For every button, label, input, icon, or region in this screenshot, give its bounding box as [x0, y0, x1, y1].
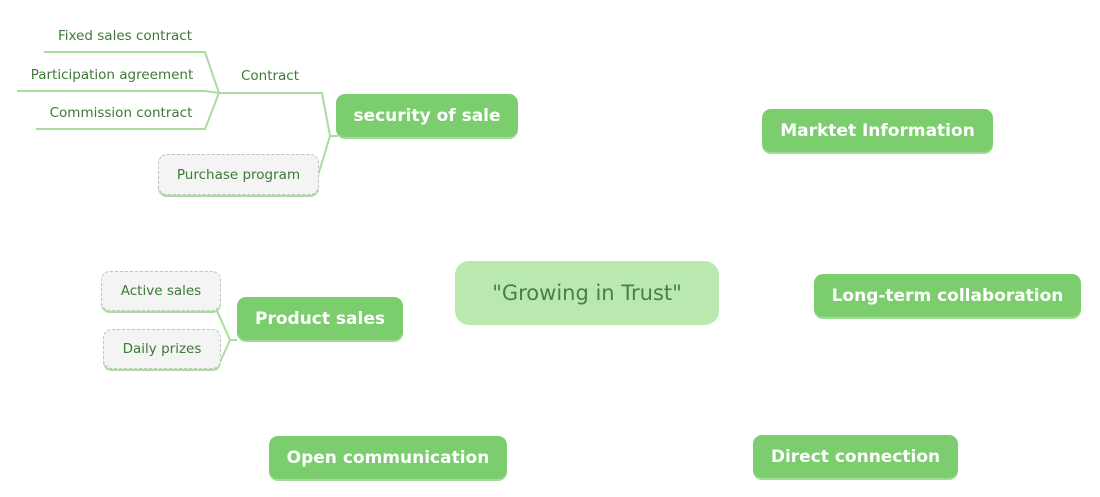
central-topic[interactable]: "Growing in Trust" [455, 261, 719, 325]
topic-long-term-collaboration[interactable]: Long-term collaboration [814, 274, 1081, 317]
topic-market-information[interactable]: Marktet Information [762, 109, 993, 152]
topic-direct-connection[interactable]: Direct connection [753, 435, 958, 478]
subtopic-active-sales[interactable]: Active sales [101, 271, 221, 311]
topic-product-sales[interactable]: Product sales [237, 297, 403, 340]
subtopic-commission-contract[interactable]: Commission contract [49, 105, 193, 121]
line-contract-to-security [219, 92, 338, 137]
subtopic-daily-prizes[interactable]: Daily prizes [103, 329, 221, 369]
topic-open-communication[interactable]: Open communication [269, 436, 507, 479]
topic-security-of-sale[interactable]: security of sale [336, 94, 518, 137]
line-active-sales [106, 310, 237, 341]
line-commission [36, 92, 220, 130]
line-daily-prizes [106, 339, 231, 370]
line-participation [17, 90, 220, 94]
subtopic-contract[interactable]: Contract [240, 68, 300, 84]
subtopic-fixed-sales-contract[interactable]: Fixed sales contract [57, 28, 193, 44]
subtopic-purchase-program[interactable]: Purchase program [158, 154, 319, 195]
line-fixed-sales [44, 51, 220, 94]
subtopic-participation-agreement[interactable]: Participation agreement [30, 67, 194, 83]
